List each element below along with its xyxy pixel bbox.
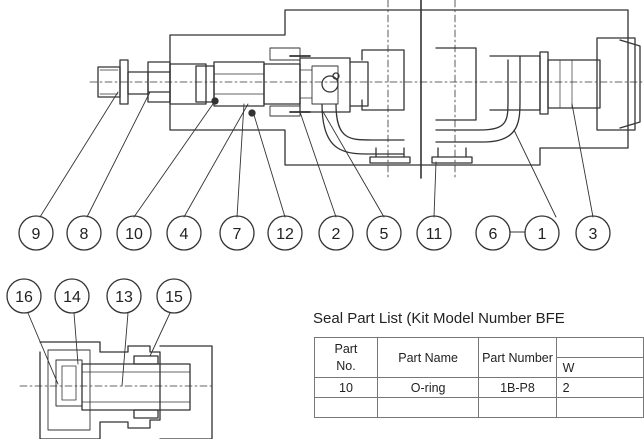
row-empty [314, 397, 378, 418]
callout-13 [106, 278, 142, 314]
poppet-assembly [289, 55, 369, 113]
callout-label: 12 [276, 226, 294, 243]
header-part-no-line2: No. [336, 358, 356, 373]
callout-label: 7 [233, 226, 242, 243]
callout-9 [18, 215, 54, 251]
header-part-number: Part Number [478, 337, 557, 378]
callout-1 [524, 215, 560, 251]
callout-label: 13 [115, 289, 133, 306]
spool-assembly [195, 47, 301, 117]
left-fitting [97, 59, 207, 105]
callout-label: 14 [63, 289, 81, 306]
callout-label: 11 [426, 226, 443, 243]
callout-15 [156, 278, 192, 314]
callout-labels-bottom: 16 14 13 15 [15, 289, 183, 306]
row-empty [555, 397, 644, 418]
callout-6 [475, 215, 511, 251]
callout-label: 2 [332, 226, 341, 243]
callout-label: 3 [589, 226, 598, 243]
right-fitting [539, 51, 601, 115]
header-part-no: Part No. [314, 337, 378, 378]
seal-list-title: Seal Part List (Kit Model Number BFE [313, 310, 565, 327]
callout-labels-top: 9 8 10 4 7 12 2 5 11 6 1 3 [32, 226, 598, 243]
callouts-bottom [6, 278, 192, 314]
detail-drawing [39, 341, 213, 439]
header-qty-sub: W [555, 357, 644, 378]
callout-11 [416, 215, 452, 251]
callout-4 [166, 215, 202, 251]
callout-7 [219, 215, 255, 251]
row-qty: 2 [555, 377, 644, 398]
callout-16 [6, 278, 42, 314]
callout-label: 6 [489, 226, 498, 243]
callout-label: 9 [32, 226, 41, 243]
callout-label: 15 [165, 289, 183, 306]
callout-12 [267, 215, 303, 251]
header-qty-top [555, 337, 644, 358]
leader-lines-top [39, 91, 594, 233]
row-part-number: 1B-P8 [478, 377, 557, 398]
callout-label: 4 [180, 226, 189, 243]
callout-label: 5 [380, 226, 389, 243]
callout-2 [318, 215, 354, 251]
header-part-no-line1: Part [334, 341, 358, 356]
row-part-no: 10 [314, 377, 378, 398]
callouts-top [18, 215, 611, 251]
row-empty [478, 397, 557, 418]
callout-14 [54, 278, 90, 314]
center-lines [89, 0, 644, 179]
callout-5 [366, 215, 402, 251]
callout-3 [575, 215, 611, 251]
valve-body [169, 9, 641, 166]
callout-label: 8 [80, 226, 89, 243]
callout-8 [66, 215, 102, 251]
row-empty [376, 397, 480, 418]
callout-label: 10 [125, 226, 143, 243]
seal-part-table: Part No. Part Name Part Number W 10 O-ri… [314, 337, 644, 418]
callout-label: 1 [538, 226, 547, 243]
row-part-name: O-ring [376, 377, 480, 398]
bottom-ports [369, 147, 473, 164]
callout-10 [116, 215, 152, 251]
leader-lines-bottom [27, 312, 171, 387]
header-part-name: Part Name [376, 337, 480, 378]
internal-passages [321, 47, 541, 155]
callout-label: 16 [15, 289, 33, 306]
